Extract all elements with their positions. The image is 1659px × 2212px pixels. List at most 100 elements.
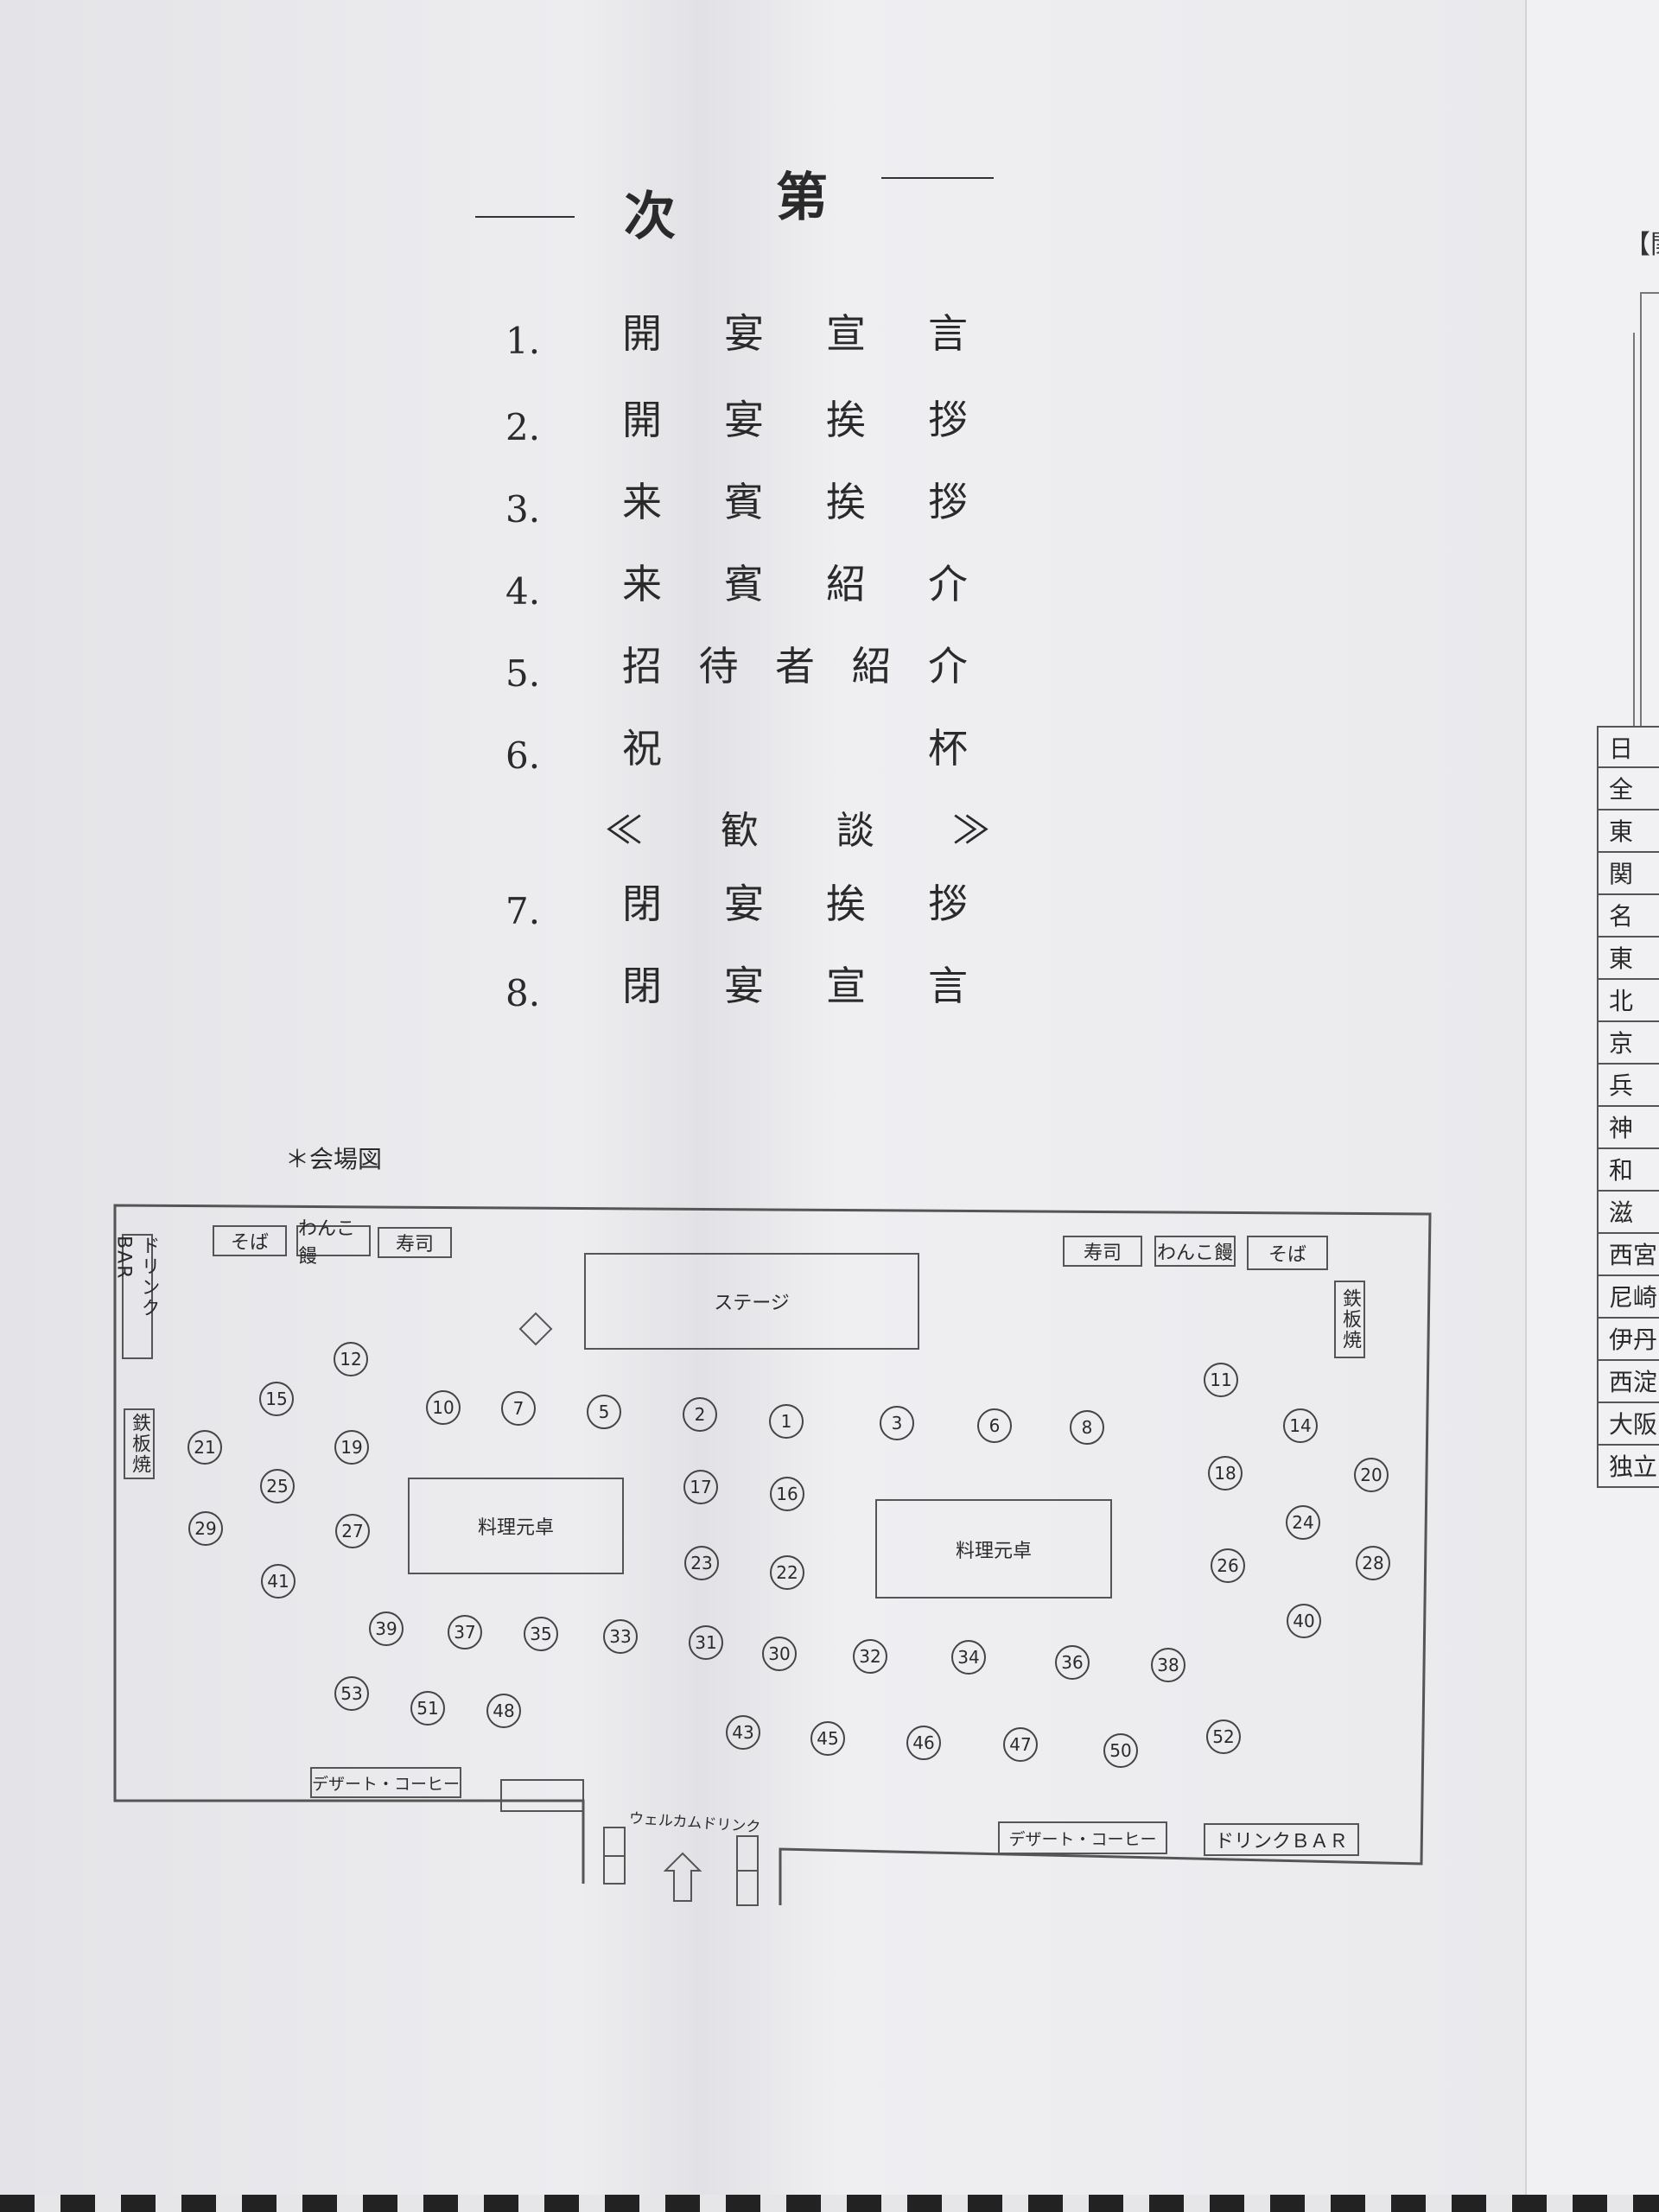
item-text: 開 宴 挨 拶 xyxy=(622,389,968,446)
item-char: 紹 xyxy=(826,561,866,607)
item-char: 杯 xyxy=(928,725,968,772)
table-21: 21 xyxy=(188,1430,222,1465)
item-char: 宣 xyxy=(826,310,866,357)
table-37: 37 xyxy=(448,1615,482,1649)
interlude-text: ≪ 歓 談 ≫ xyxy=(605,809,1023,853)
table-16: 16 xyxy=(770,1477,804,1511)
table-26: 26 xyxy=(1211,1548,1245,1583)
side-row: 京 xyxy=(1597,1022,1659,1065)
drink-bar-left: ドリンクBAR xyxy=(113,1234,160,1359)
item-char: 者 xyxy=(775,643,815,690)
table-31: 31 xyxy=(689,1625,723,1660)
table-52: 52 xyxy=(1206,1719,1241,1754)
item-number: 5. xyxy=(505,652,541,695)
stage: ステージ xyxy=(584,1253,919,1350)
title-char: 第 xyxy=(776,168,828,228)
item-char: 開 xyxy=(622,397,662,443)
dessert-station-right: デザート・コーヒー xyxy=(998,1821,1167,1854)
table-45: 45 xyxy=(810,1721,845,1756)
table-25: 25 xyxy=(260,1469,295,1503)
table-34: 34 xyxy=(951,1640,986,1675)
side-row: 東 xyxy=(1597,810,1659,853)
item-char: 閉 xyxy=(622,963,662,1009)
table-14: 14 xyxy=(1283,1408,1318,1443)
item-char: 宴 xyxy=(724,963,764,1009)
table-46: 46 xyxy=(906,1726,941,1760)
item-text: 祝 杯 xyxy=(622,717,968,774)
table-2: 2 xyxy=(683,1397,717,1432)
table-50: 50 xyxy=(1103,1733,1138,1768)
table-20: 20 xyxy=(1354,1458,1389,1492)
sushi-station-left: 寿司 xyxy=(378,1227,452,1258)
table-12: 12 xyxy=(334,1342,368,1376)
table-18: 18 xyxy=(1208,1456,1243,1491)
table-32: 32 xyxy=(853,1639,887,1674)
table-17: 17 xyxy=(683,1470,718,1504)
item-char: 拶 xyxy=(928,479,968,525)
item-char: 拶 xyxy=(928,880,968,927)
table-39: 39 xyxy=(369,1611,404,1646)
side-row: 伊丹 xyxy=(1597,1319,1659,1361)
program-title: 次 第 xyxy=(475,156,994,247)
table-6: 6 xyxy=(977,1408,1012,1443)
title-char: 次 xyxy=(624,187,676,247)
table-48: 48 xyxy=(486,1694,521,1728)
item-char: 挨 xyxy=(826,479,866,525)
teppan-right: 鉄板焼 xyxy=(1334,1281,1365,1358)
side-row: 兵 xyxy=(1597,1065,1659,1107)
side-row: 日 xyxy=(1597,726,1659,768)
sushi-station-right: 寿司 xyxy=(1063,1236,1142,1267)
table-23: 23 xyxy=(684,1546,719,1580)
table-10: 10 xyxy=(426,1390,461,1425)
drink-bar-bottom: ドリンクＢＡＲ xyxy=(1204,1823,1359,1856)
teppan-left: 鉄板焼 xyxy=(124,1408,155,1479)
item-text: 来 賓 挨 拶 xyxy=(622,471,968,528)
table-15: 15 xyxy=(259,1382,294,1416)
item-char: 拶 xyxy=(928,397,968,443)
table-8: 8 xyxy=(1070,1410,1104,1445)
side-row: 大阪 xyxy=(1597,1403,1659,1446)
side-row: 尼崎 xyxy=(1597,1276,1659,1319)
title-rule-left xyxy=(475,216,575,218)
side-row: 名 xyxy=(1597,895,1659,938)
side-sheet-header: 【関 xyxy=(1624,230,1659,260)
table-43: 43 xyxy=(726,1715,760,1750)
item-char: 開 xyxy=(622,310,662,357)
table-36: 36 xyxy=(1055,1645,1090,1680)
side-sheet-table: 日 全 東 関 名 東 北 京 兵 神 和 滋 西宮 尼崎 伊丹 西淀 大阪 独… xyxy=(1597,726,1659,1488)
soba-station-right: そば xyxy=(1247,1236,1328,1270)
item-text: 招 待 者 紹 介 xyxy=(622,635,968,692)
item-number: 2. xyxy=(505,406,541,448)
table-19: 19 xyxy=(334,1430,369,1465)
side-row: 関 xyxy=(1597,853,1659,895)
dessert-station-left: デザート・コーヒー xyxy=(310,1767,461,1798)
table-27: 27 xyxy=(335,1514,370,1548)
item-text: 来 賓 紹 介 xyxy=(622,553,968,610)
wanko-station-right: わんこ饅 xyxy=(1154,1236,1236,1267)
table-24: 24 xyxy=(1286,1505,1320,1540)
venue-map-label: ＊会場図 xyxy=(285,1145,383,1173)
table-41: 41 xyxy=(261,1564,296,1599)
item-char: 来 xyxy=(622,479,662,525)
table-53: 53 xyxy=(334,1676,369,1711)
item-char: 賓 xyxy=(724,561,764,607)
table-51: 51 xyxy=(410,1691,445,1726)
cooking-table-right: 料理元卓 xyxy=(875,1499,1112,1599)
table-22: 22 xyxy=(770,1555,804,1590)
item-char: 宴 xyxy=(724,310,764,357)
item-char: 介 xyxy=(928,561,968,607)
item-number: 4. xyxy=(505,570,541,613)
table-35: 35 xyxy=(524,1617,558,1651)
item-number: 7. xyxy=(505,890,541,932)
side-row: 西宮 xyxy=(1597,1234,1659,1276)
side-row: 滋 xyxy=(1597,1192,1659,1234)
program-sheet xyxy=(0,0,1525,2212)
side-row: 西淀 xyxy=(1597,1361,1659,1403)
side-row: 北 xyxy=(1597,980,1659,1022)
item-char: 招 xyxy=(622,643,662,690)
side-table-frame-inner xyxy=(1633,333,1659,726)
background-edge xyxy=(0,2195,1659,2212)
table-3: 3 xyxy=(880,1406,914,1440)
